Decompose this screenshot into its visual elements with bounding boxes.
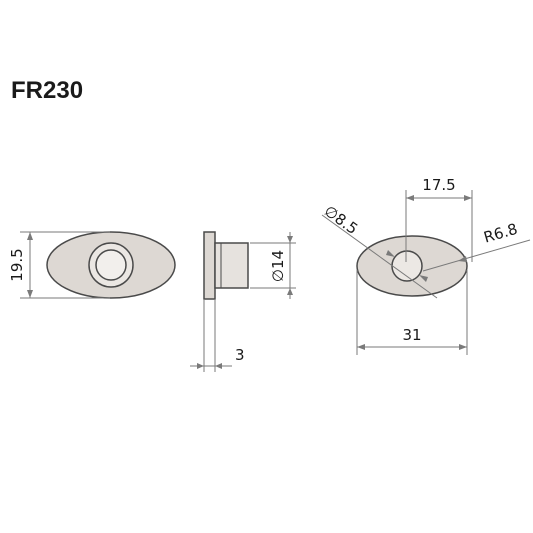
dim-label-31: 31: [402, 326, 421, 344]
plate-view: 17.5 ∅8.5 R6.8 31: [321, 176, 531, 355]
arrow-head: [287, 288, 293, 295]
arrow-head: [287, 236, 293, 243]
arrow-head: [464, 195, 472, 201]
dim-label-dia-14: ∅14: [269, 250, 287, 282]
arrow-head: [406, 195, 414, 201]
arrow-head: [357, 344, 365, 350]
side-view-boss: [214, 242, 249, 289]
arrow-head: [386, 250, 395, 257]
arrow-head: [458, 256, 467, 262]
arrow-head: [215, 363, 222, 369]
leader-r-6-8: [422, 239, 531, 272]
arrow-head: [27, 232, 33, 240]
arrow-head: [27, 290, 33, 298]
dim-label-17-5: 17.5: [422, 176, 455, 194]
front-view-hole: [95, 249, 127, 281]
arrow-head: [197, 363, 204, 369]
side-view-flange: [203, 231, 216, 300]
leader-dia-8-5: [321, 214, 438, 299]
drawing-title: FR230: [11, 77, 83, 104]
dim-label-r-6-8: R6.8: [482, 220, 520, 247]
front-view: 19.5: [8, 231, 176, 299]
dim-label-dia-8-5: ∅8.5: [321, 202, 361, 238]
arrow-head: [419, 275, 428, 282]
dim-label-3: 3: [235, 346, 245, 364]
dim-label-19-5: 19.5: [8, 248, 26, 281]
side-view: 3 ∅14: [190, 231, 296, 372]
arrow-head: [459, 344, 467, 350]
